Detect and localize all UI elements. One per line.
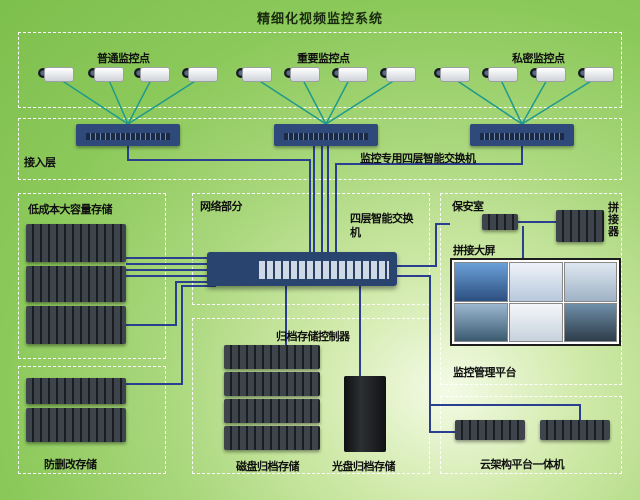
camera-icon [530,64,566,84]
cloud-server [455,420,525,440]
optical-archive-label: 光盘归档存储 [332,460,396,473]
anti-tamper-rack [26,408,126,442]
archive-controller-rack [224,345,320,369]
disk-archive-label: 磁盘归档存储 [236,460,300,473]
camera-icon [182,64,218,84]
optical-archive-tower [344,376,386,452]
camera-icon [88,64,124,84]
camera-icon [236,64,272,84]
access-switch [274,124,378,146]
diagram-title: 精细化视频监控系统 [256,12,383,27]
anti-tamper-storage-region [18,366,166,474]
camera-icon [482,64,518,84]
decoder-device [482,214,518,230]
camera-icon [380,64,416,84]
access-layer-region [18,118,622,180]
screen-pane [564,303,617,342]
disk-archive-rack [224,372,320,396]
storage-rack [26,306,126,344]
access-switch [470,124,574,146]
security-room-region [440,193,622,385]
monitor-switch-label: 监控专用四层智能交换机 [360,152,476,165]
monitoring-point-label: 私密监控点 [512,52,565,65]
security-room-label: 保安室 [452,200,484,213]
monitoring-point-label: 普通监控点 [97,52,150,65]
management-platform-label: 监控管理平台 [453,366,517,379]
camera-icon [38,64,74,84]
camera-icon [434,64,470,84]
disk-archive-rack [224,399,320,423]
archive-controller-label: 归档存储控制器 [276,330,350,343]
camera-icon [578,64,614,84]
access-layer-label: 接入层 [24,156,56,169]
low-cost-storage-label: 低成本大容量存储 [28,203,113,216]
access-switch [76,124,180,146]
monitoring-point-label: 重要监控点 [297,52,350,65]
anti-tamper-label: 防删改存储 [44,458,97,471]
camera-icon [332,64,368,84]
splicer-label: 拼接器 [608,201,619,238]
splice-screen-label: 拼接大屏 [453,244,496,257]
core-switch-label: 四层智能交换机 [350,212,414,239]
screen-pane [509,262,563,302]
core-switch [207,252,397,286]
splicer-device [556,210,604,242]
cloud-platform-label: 云架构平台一体机 [480,458,565,471]
splice-screen [450,258,621,346]
cloud-platform-region [440,396,622,474]
disk-archive-rack [224,426,320,450]
screen-pane [454,303,508,342]
camera-region [18,32,622,108]
storage-rack [26,266,126,302]
camera-icon [134,64,170,84]
network-label: 网络部分 [200,200,243,213]
storage-rack [26,224,126,262]
screen-pane [564,262,617,302]
screen-pane [454,262,508,302]
screen-pane [509,303,563,342]
anti-tamper-rack [26,378,126,404]
camera-icon [284,64,320,84]
cloud-server [540,420,610,440]
